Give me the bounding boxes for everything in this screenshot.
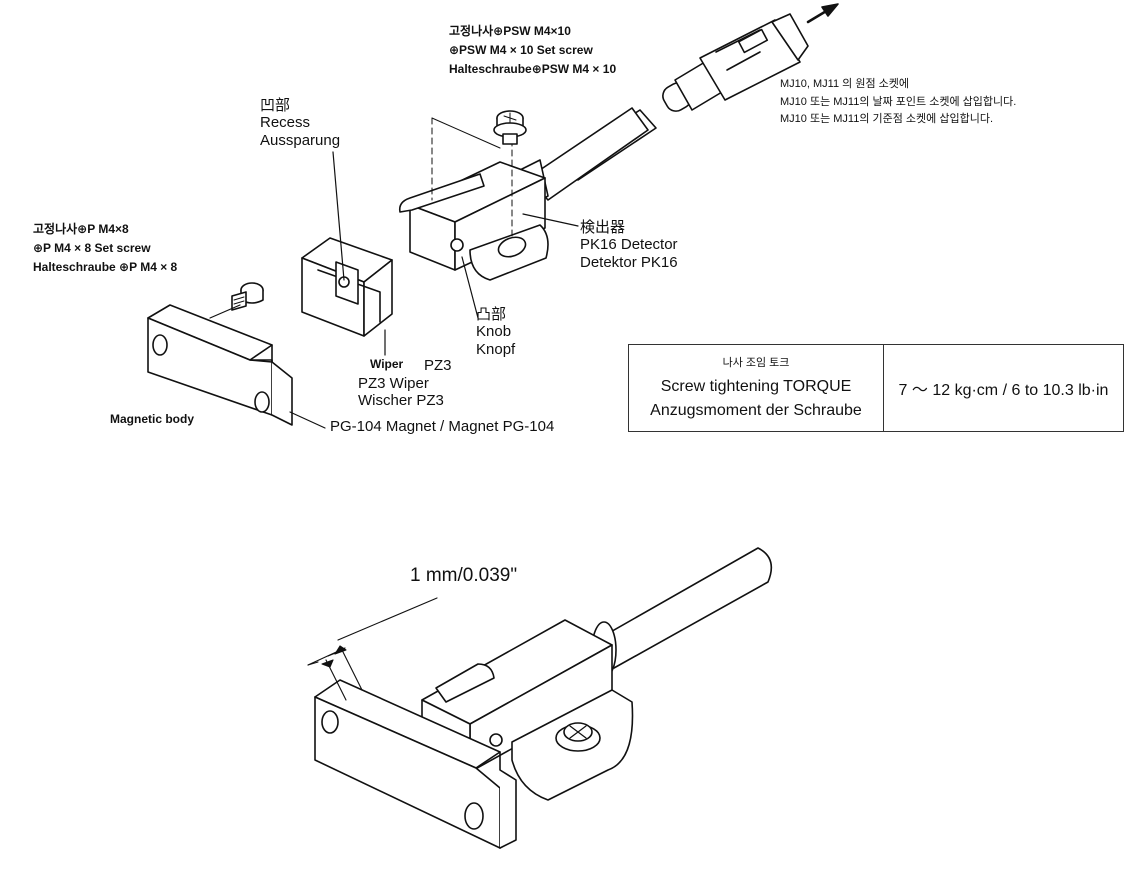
p-screw-label-kr: 고정나사⊕P M4×8 [33, 222, 129, 236]
gap-dimension [307, 597, 438, 701]
magnet-label: PG-104 Magnet / Magnet PG-104 [330, 418, 555, 435]
torque-title-cell: 나사 조임 토크 Screw tightening TORQUE Anzugsm… [629, 345, 884, 431]
leader-lines [209, 151, 579, 429]
knob-label: 凸部 Knob Knopf [476, 306, 515, 358]
p-screw-label-en: ⊕P M4 × 8 Set screw [33, 241, 151, 256]
psw-screw-label-de: Halteschraube⊕PSW M4 × 10 [449, 62, 617, 77]
wiper-label: PZ3 Wiper Wischer PZ3 [358, 375, 444, 410]
socket-note-line-2: MJ10 또는 MJ11의 날짜 포인트 소켓에 삽입합니다. [780, 95, 1017, 108]
pg104-magnet [147, 304, 293, 426]
gap-dimension-label: 1 mm/0.039" [410, 565, 518, 586]
wiper-pz3-label: PZ3 [424, 357, 452, 374]
torque-title-kr: 나사 조임 토크 [722, 357, 790, 370]
detector-label-de: Detektor PK16 [580, 253, 678, 271]
direction-arrow [806, 3, 839, 24]
detector-label: 検出器 PK16 Detector Detektor PK16 [580, 219, 678, 271]
knob-label-jp: 凸部 [476, 306, 507, 323]
recess-label: 凹部 Recess Aussparung [260, 97, 340, 149]
wiper-label-de: Wischer PZ3 [358, 392, 444, 410]
pk16-detector [398, 107, 649, 281]
assembled-detector [421, 547, 773, 801]
detector-label-jp: 検出器 [580, 219, 626, 236]
assembled-magnet [314, 679, 517, 849]
wiper-label-en: PZ3 Wiper [358, 375, 429, 392]
wiper-small-label: Wiper [370, 357, 404, 371]
torque-value: 7 ～ 12 kg·cm / 6 to 10.3 lb·in [898, 382, 1109, 399]
psw-screw-label: 고정나사⊕PSW M4×10 ⊕PSW M4 × 10 Set screw Ha… [449, 22, 616, 80]
torque-value-cell: 7 ～ 12 kg·cm / 6 to 10.3 lb·in [884, 345, 1123, 431]
p-set-screw [231, 282, 264, 311]
knob-label-de: Knopf [476, 340, 516, 358]
torque-title-en: Screw tightening TORQUE [660, 378, 852, 396]
recess-label-en: Recess [260, 114, 311, 132]
detector-label-en: PK16 Detector [580, 236, 678, 254]
p-screw-label-de: Halteschraube ⊕P M4 × 8 [33, 260, 178, 275]
socket-note-line-3: MJ10 또는 MJ11의 기준점 소켓에 삽입합니다. [780, 113, 993, 126]
magnetic-body-label: Magnetic body [110, 412, 195, 426]
pz3-wiper [301, 237, 393, 337]
torque-title-de: Anzugsmoment der Schraube [650, 401, 862, 419]
psw-screw-label-kr: 고정나사⊕PSW M4×10 [449, 24, 571, 38]
p-screw-label: 고정나사⊕P M4×8 ⊕P M4 × 8 Set screw Haltesch… [33, 220, 177, 278]
knob-label-en: Knob [476, 323, 512, 341]
socket-note: MJ10, MJ11 의 원점 소켓에 MJ10 또는 MJ11의 날짜 포인트… [780, 76, 1016, 129]
recess-label-jp: 凹部 [260, 97, 291, 114]
recess-label-de: Aussparung [260, 131, 341, 149]
torque-table: 나사 조임 토크 Screw tightening TORQUE Anzugsm… [628, 344, 1124, 432]
socket-note-line-1: MJ10, MJ11 의 원점 소켓에 [780, 78, 909, 90]
psw-set-screw [493, 110, 527, 145]
psw-screw-label-en: ⊕PSW M4 × 10 Set screw [449, 43, 593, 58]
